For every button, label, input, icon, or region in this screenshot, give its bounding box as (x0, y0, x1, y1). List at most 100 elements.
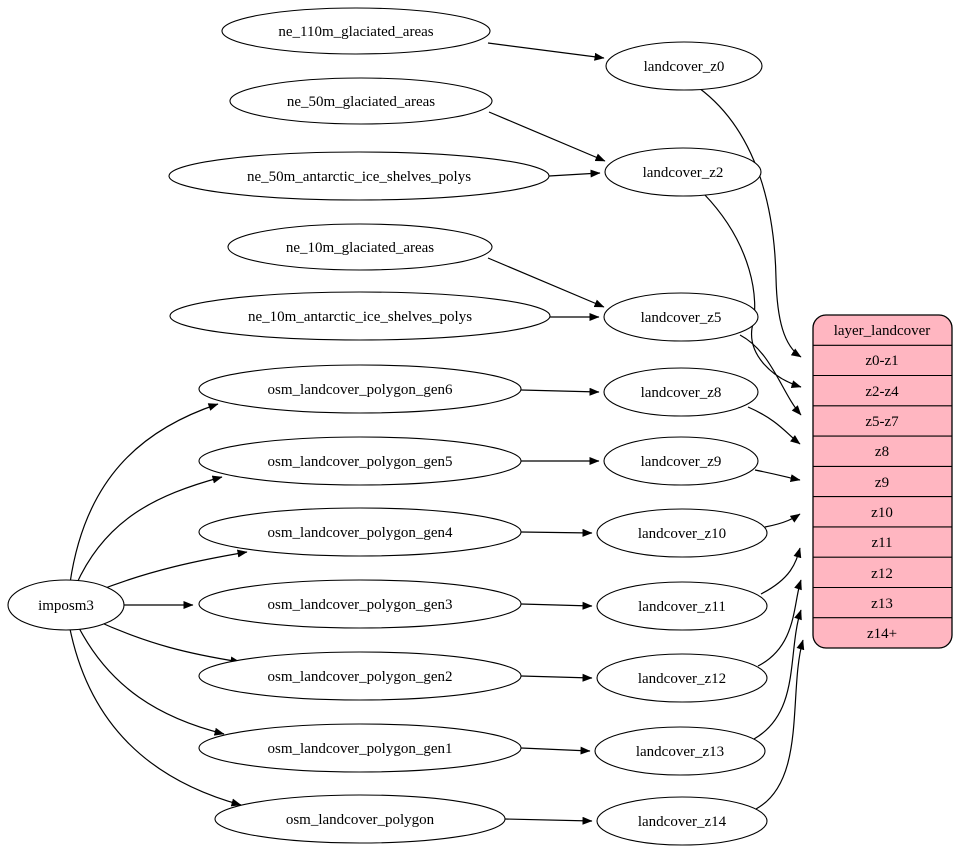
edge-imposm3-to-gen2 (94, 619, 241, 665)
record-row-z13: z13 (871, 596, 893, 612)
record-row-z8: z8 (875, 444, 889, 460)
node-ne_50m_glaciated_areas: ne_50m_glaciated_areas (229, 77, 493, 125)
node-ellipse (596, 508, 768, 558)
node-ellipse (229, 77, 493, 125)
node-ellipse (214, 794, 506, 844)
edge-imposm3-to-gen6 (69, 403, 219, 584)
node-landcover_z0: landcover_z0 (605, 41, 763, 91)
edges (69, 42, 805, 825)
node-osm_landcover_polygon_gen3: osm_landcover_polygon_gen3 (198, 579, 522, 629)
edge-gen4-to-z10 (520, 528, 593, 537)
node-landcover_z12: landcover_z12 (596, 653, 768, 703)
edge-z2-to-row-z2-z4 (703, 193, 802, 388)
record-row-z11: z11 (871, 535, 892, 551)
node-label: osm_landcover_polygon_gen1 (268, 741, 453, 757)
node-ellipse (168, 151, 550, 201)
node-ellipse (604, 147, 762, 197)
node-ellipse (198, 723, 522, 773)
edge-imposm3-to-gen5 (75, 475, 223, 586)
node-ellipse (198, 507, 522, 557)
node-imposm3: imposm3 (7, 579, 125, 631)
node-osm_landcover_polygon_gen4: osm_landcover_polygon_gen4 (198, 507, 522, 557)
node-landcover_z2: landcover_z2 (604, 147, 762, 197)
edge-z0-to-row-z0-z1 (698, 87, 802, 358)
edge-gen6-to-z8 (520, 387, 600, 396)
record-background (812, 314, 953, 649)
node-label: ne_50m_antarctic_ice_shelves_polys (247, 169, 471, 185)
edge-ne110m-to-z0 (487, 42, 605, 61)
node-ellipse (594, 726, 766, 776)
node-landcover_z13: landcover_z13 (594, 726, 766, 776)
record-title: layer_landcover (834, 323, 931, 339)
node-label: landcover_z13 (636, 744, 724, 760)
node-ellipse (603, 436, 759, 486)
node-label: imposm3 (38, 598, 94, 614)
edge-z12-to-row-z12 (757, 579, 802, 667)
edge-gen3-to-z11 (520, 601, 593, 610)
record-row-z14plus: z14+ (867, 626, 897, 642)
record-row-z5-z7: z5-z7 (865, 414, 899, 430)
node-ellipse (169, 291, 551, 341)
node-label: ne_10m_glaciated_areas (286, 240, 434, 256)
edge-imposm3-to-gen4 (94, 549, 248, 593)
node-label: ne_110m_glaciated_areas (278, 24, 433, 40)
node-landcover_z10: landcover_z10 (596, 508, 768, 558)
node-label: landcover_z11 (638, 599, 726, 615)
node-ne_110m_glaciated_areas: ne_110m_glaciated_areas (221, 7, 491, 55)
node-label: landcover_z14 (638, 814, 727, 830)
node-ellipse (198, 436, 522, 486)
node-osm_landcover_polygon: osm_landcover_polygon (214, 794, 506, 844)
node-layer_landcover: layer_landcover z0-z1 z2-z4 z5-z7 z8 z9 … (812, 314, 953, 649)
node-osm_landcover_polygon_gen6: osm_landcover_polygon_gen6 (198, 364, 522, 414)
node-label: landcover_z10 (638, 526, 726, 542)
record-row-z12: z12 (871, 566, 893, 582)
edge-imposm3-to-gen1 (77, 625, 225, 736)
node-landcover_z8: landcover_z8 (603, 367, 759, 417)
edge-ne50m-glac-to-z2 (488, 111, 606, 162)
node-ellipse (596, 796, 768, 846)
edge-z8-to-row-z8 (747, 406, 801, 445)
node-label: landcover_z5 (641, 310, 722, 326)
node-ne_50m_antarctic_ice_shelves_polys: ne_50m_antarctic_ice_shelves_polys (168, 151, 550, 201)
record-row-z9: z9 (875, 475, 889, 491)
node-label: ne_10m_antarctic_ice_shelves_polys (248, 309, 472, 325)
node-label: osm_landcover_polygon (286, 812, 435, 828)
node-ellipse (596, 581, 768, 631)
edge-ne50m-ant-to-z2 (548, 169, 601, 178)
node-osm_landcover_polygon_gen2: osm_landcover_polygon_gen2 (198, 651, 522, 701)
node-ne_10m_glaciated_areas: ne_10m_glaciated_areas (227, 223, 493, 271)
edge-imposm3-to-polygon (69, 628, 242, 807)
node-ellipse (227, 223, 493, 271)
edge-polygon-to-z14 (504, 816, 593, 825)
node-ellipse (221, 7, 491, 55)
record-row-z2-z4: z2-z4 (865, 384, 899, 400)
node-ellipse (603, 367, 759, 417)
node-osm_landcover_polygon_gen5: osm_landcover_polygon_gen5 (198, 436, 522, 486)
node-ellipse (198, 651, 522, 701)
node-ellipse (7, 579, 125, 631)
node-ne_10m_antarctic_ice_shelves_polys: ne_10m_antarctic_ice_shelves_polys (169, 291, 551, 341)
node-label: ne_50m_glaciated_areas (287, 94, 435, 110)
node-landcover_z9: landcover_z9 (603, 436, 759, 486)
node-label: osm_landcover_polygon_gen2 (268, 669, 453, 685)
node-ellipse (198, 579, 522, 629)
edge-z11-to-row-z11 (760, 547, 802, 595)
node-label: landcover_z0 (644, 59, 725, 75)
node-ellipse (596, 653, 768, 703)
node-ellipse (605, 41, 763, 91)
edge-z10-to-row-z10 (764, 513, 801, 528)
edge-z14-to-row-z14plus (755, 639, 805, 810)
node-landcover_z11: landcover_z11 (596, 581, 768, 631)
node-label: landcover_z12 (638, 671, 726, 687)
edge-gen1-to-z13 (520, 746, 591, 755)
node-landcover_z5: landcover_z5 (603, 292, 759, 342)
edge-gen2-to-z12 (520, 673, 593, 682)
edge-ne10m-glac-to-z5 (487, 257, 605, 308)
edge-z9-to-row-z9 (754, 469, 801, 483)
node-label: osm_landcover_polygon_gen3 (268, 597, 453, 613)
node-osm_landcover_polygon_gen1: osm_landcover_polygon_gen1 (198, 723, 522, 773)
node-ellipse (603, 292, 759, 342)
node-ellipse (198, 364, 522, 414)
node-label: landcover_z2 (643, 165, 724, 181)
